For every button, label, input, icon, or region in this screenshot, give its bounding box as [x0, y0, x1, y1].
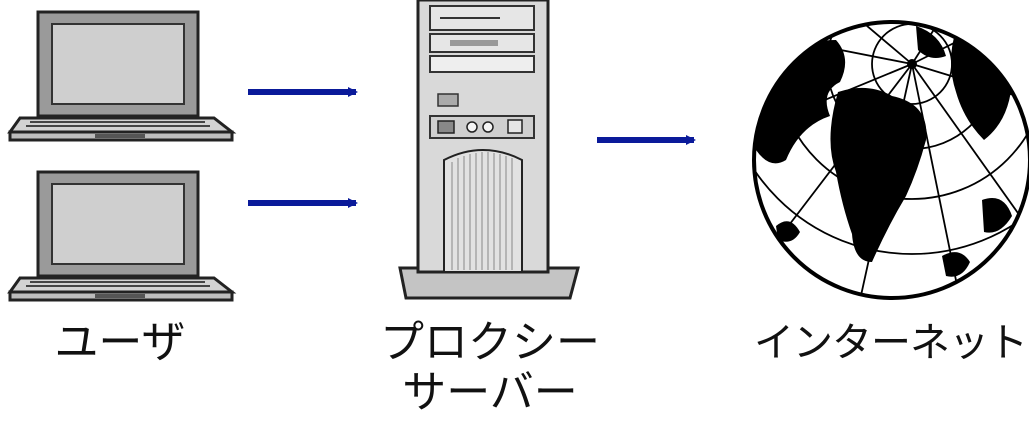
laptop-icon [7, 170, 237, 302]
proxy-label-line1: プロクシー [380, 317, 600, 368]
proxy-server-label: プロクシー サーバー [360, 318, 620, 418]
proxy-label-line2: サーバー [402, 367, 578, 418]
laptop-icon [7, 10, 237, 142]
server-icon [398, 0, 580, 300]
globe-land [830, 87, 927, 262]
globe-land [942, 252, 970, 277]
user-label: ユーザ [54, 317, 186, 368]
globe-land [776, 221, 800, 242]
internet-label: インターネット [754, 320, 1028, 366]
globe-land [982, 198, 1012, 233]
globe-icon [752, 20, 1029, 300]
